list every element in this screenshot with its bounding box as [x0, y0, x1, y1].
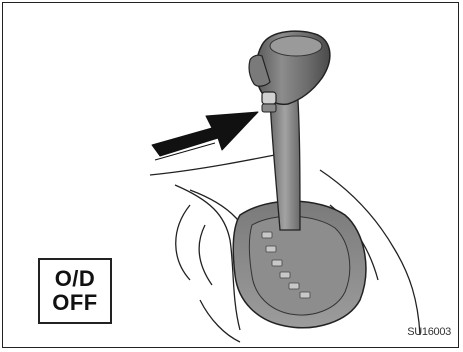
od-indicator-line2: OFF	[52, 291, 98, 315]
figure-code: SU16003	[407, 326, 451, 338]
shift-knob	[249, 31, 330, 104]
od-indicator-line1: O/D	[55, 267, 96, 291]
od-off-indicator: O/D OFF	[38, 258, 112, 324]
arrow-right-icon	[152, 112, 258, 156]
overdrive-switch-button	[262, 92, 276, 112]
